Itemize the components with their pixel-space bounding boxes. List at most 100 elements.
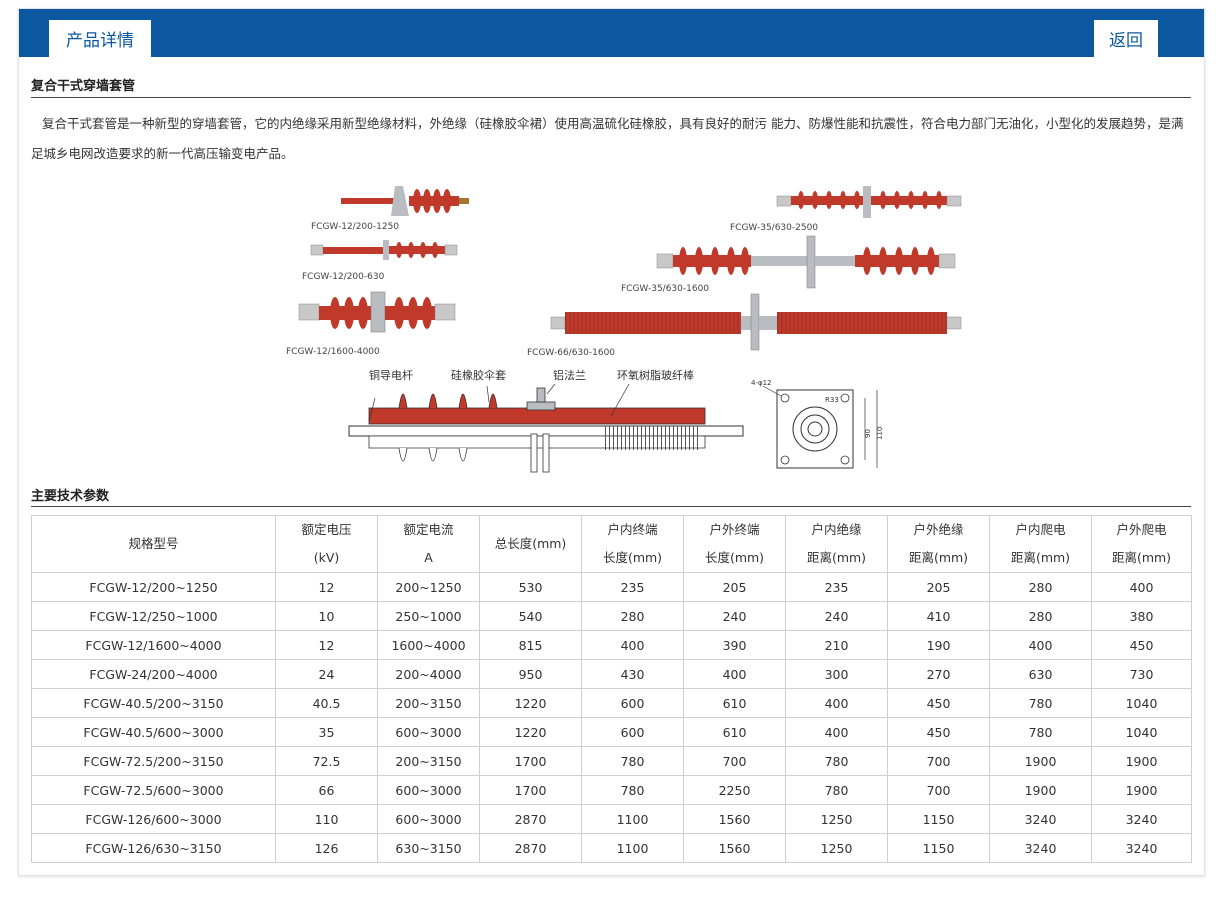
dim-holes: 4-φ12 xyxy=(751,379,772,387)
table-cell: 780 xyxy=(785,746,888,776)
bushing-image-35-630-2500: FCGW-35/630-2500 xyxy=(730,186,962,233)
table-cell: 700 xyxy=(683,746,786,776)
header-bar: 产品详情 返回 xyxy=(19,9,1204,57)
table-cell: 400 xyxy=(581,630,684,660)
flange-dimension-drawing: 4-φ12 R33 90 110 xyxy=(751,379,884,469)
params-divider xyxy=(31,506,1191,507)
table-cell: 780 xyxy=(581,746,684,776)
back-button[interactable]: 返回 xyxy=(1094,20,1158,57)
bushing-image-12-200-630: FCGW-12/200-630 xyxy=(302,240,458,282)
part-label-conductor: 铜导电杆 xyxy=(369,368,413,382)
table-cell: 35 xyxy=(275,717,378,747)
table-cell: 630 xyxy=(989,659,1092,689)
table-cell: 200~4000 xyxy=(377,659,480,689)
model-label-1: FCGW-12/200-1250 xyxy=(311,222,399,232)
params-title: 主要技术参数 xyxy=(31,489,110,504)
bushing-image-12-1600-4000: FCGW-12/1600-4000 xyxy=(286,291,456,357)
table-cell: 240 xyxy=(683,601,786,631)
table-cell: 700 xyxy=(887,775,990,805)
product-detail-panel: 产品详情 返回 复合干式穿墙套管 复合干式套管是一种新型的穿墙套管，它的内绝缘采… xyxy=(18,8,1205,876)
tab-product-detail[interactable]: 产品详情 xyxy=(49,20,151,57)
table-cell: 780 xyxy=(785,775,888,805)
product-description: 复合干式套管是一种新型的穿墙套管，它的内绝缘采用新型绝缘材料，外绝缘（硅橡胶伞裙… xyxy=(31,116,1184,161)
table-cell: 235 xyxy=(581,572,684,602)
table-cell: 780 xyxy=(989,688,1092,718)
table-cell: 600 xyxy=(581,717,684,747)
table-cell: 700 xyxy=(887,746,990,776)
bushing-image-35-630-1600: FCGW-35/630-1600 xyxy=(621,235,956,294)
table-cell: 280 xyxy=(989,572,1092,602)
table-cell: 1040 xyxy=(1091,688,1192,718)
table-cell: 1100 xyxy=(581,804,684,834)
dim-outer: 110 xyxy=(876,427,884,440)
table-cell: 1150 xyxy=(887,804,990,834)
table-cell: 12 xyxy=(275,572,378,602)
table-cell: 12 xyxy=(275,630,378,660)
bushing-image-66-630-1600: FCGW-66/630-1600 xyxy=(527,293,962,358)
model-label-3: FCGW-12/1600-4000 xyxy=(286,347,380,357)
table-cell: 66 xyxy=(275,775,378,805)
part-label-rubber-sheath: 硅橡胶伞套 xyxy=(451,368,506,382)
col-header: 总长度(mm) xyxy=(479,515,582,573)
table-cell: 1700 xyxy=(479,746,582,776)
col-header: 户内爬电距离(mm) xyxy=(989,515,1092,573)
table-cell: 1600~4000 xyxy=(377,630,480,660)
table-cell: FCGW-126/600~3000 xyxy=(31,804,276,834)
part-label-flange: 铝法兰 xyxy=(553,368,586,382)
table-cell: 250~1000 xyxy=(377,601,480,631)
table-cell: 400 xyxy=(1091,572,1192,602)
table-cell: 815 xyxy=(479,630,582,660)
table-cell: FCGW-12/200~1250 xyxy=(31,572,276,602)
table-cell: 1900 xyxy=(989,746,1092,776)
table-cell: 600~3000 xyxy=(377,804,480,834)
product-figure: FCGW-12/200-1250 FCGW-12/200-630 FCGW-12… xyxy=(286,186,962,473)
table-cell: 1250 xyxy=(785,833,888,863)
col-header: 户内绝缘距离(mm) xyxy=(785,515,888,573)
table-cell: FCGW-40.5/200~3150 xyxy=(31,688,276,718)
table-cell: 780 xyxy=(989,717,1092,747)
table-cell: 3240 xyxy=(1091,804,1192,834)
table-cell: 2870 xyxy=(479,804,582,834)
table-cell: 410 xyxy=(887,601,990,631)
table-cell: 280 xyxy=(581,601,684,631)
table-cell: FCGW-126/630~3150 xyxy=(31,833,276,863)
col-header: 户外终端长度(mm) xyxy=(683,515,786,573)
table-cell: 610 xyxy=(683,717,786,747)
table-cell: 40.5 xyxy=(275,688,378,718)
table-cell: 205 xyxy=(683,572,786,602)
table-cell: 200~3150 xyxy=(377,688,480,718)
table-cell: 1100 xyxy=(581,833,684,863)
table-cell: 400 xyxy=(785,688,888,718)
table-cell: 200~3150 xyxy=(377,746,480,776)
table-cell: 450 xyxy=(887,688,990,718)
bushing-image-12-200-1250: FCGW-12/200-1250 xyxy=(311,186,469,232)
table-cell: 380 xyxy=(1091,601,1192,631)
table-cell: 3240 xyxy=(989,833,1092,863)
table-cell: 400 xyxy=(989,630,1092,660)
model-label-6: FCGW-66/630-1600 xyxy=(527,348,615,358)
table-cell: 280 xyxy=(989,601,1092,631)
table-cell: 950 xyxy=(479,659,582,689)
table-cell: 3240 xyxy=(989,804,1092,834)
model-label-5: FCGW-35/630-1600 xyxy=(621,284,709,294)
table-cell: 600~3000 xyxy=(377,717,480,747)
table-cell: 190 xyxy=(887,630,990,660)
table-cell: 530 xyxy=(479,572,582,602)
table-cell: 730 xyxy=(1091,659,1192,689)
model-label-4: FCGW-35/630-2500 xyxy=(730,223,818,233)
cross-section-drawing: 铜导电杆 硅橡胶伞套 铝法兰 环氧树脂玻纤棒 xyxy=(348,368,744,473)
dim-radius: R33 xyxy=(825,396,839,404)
table-cell: 10 xyxy=(275,601,378,631)
